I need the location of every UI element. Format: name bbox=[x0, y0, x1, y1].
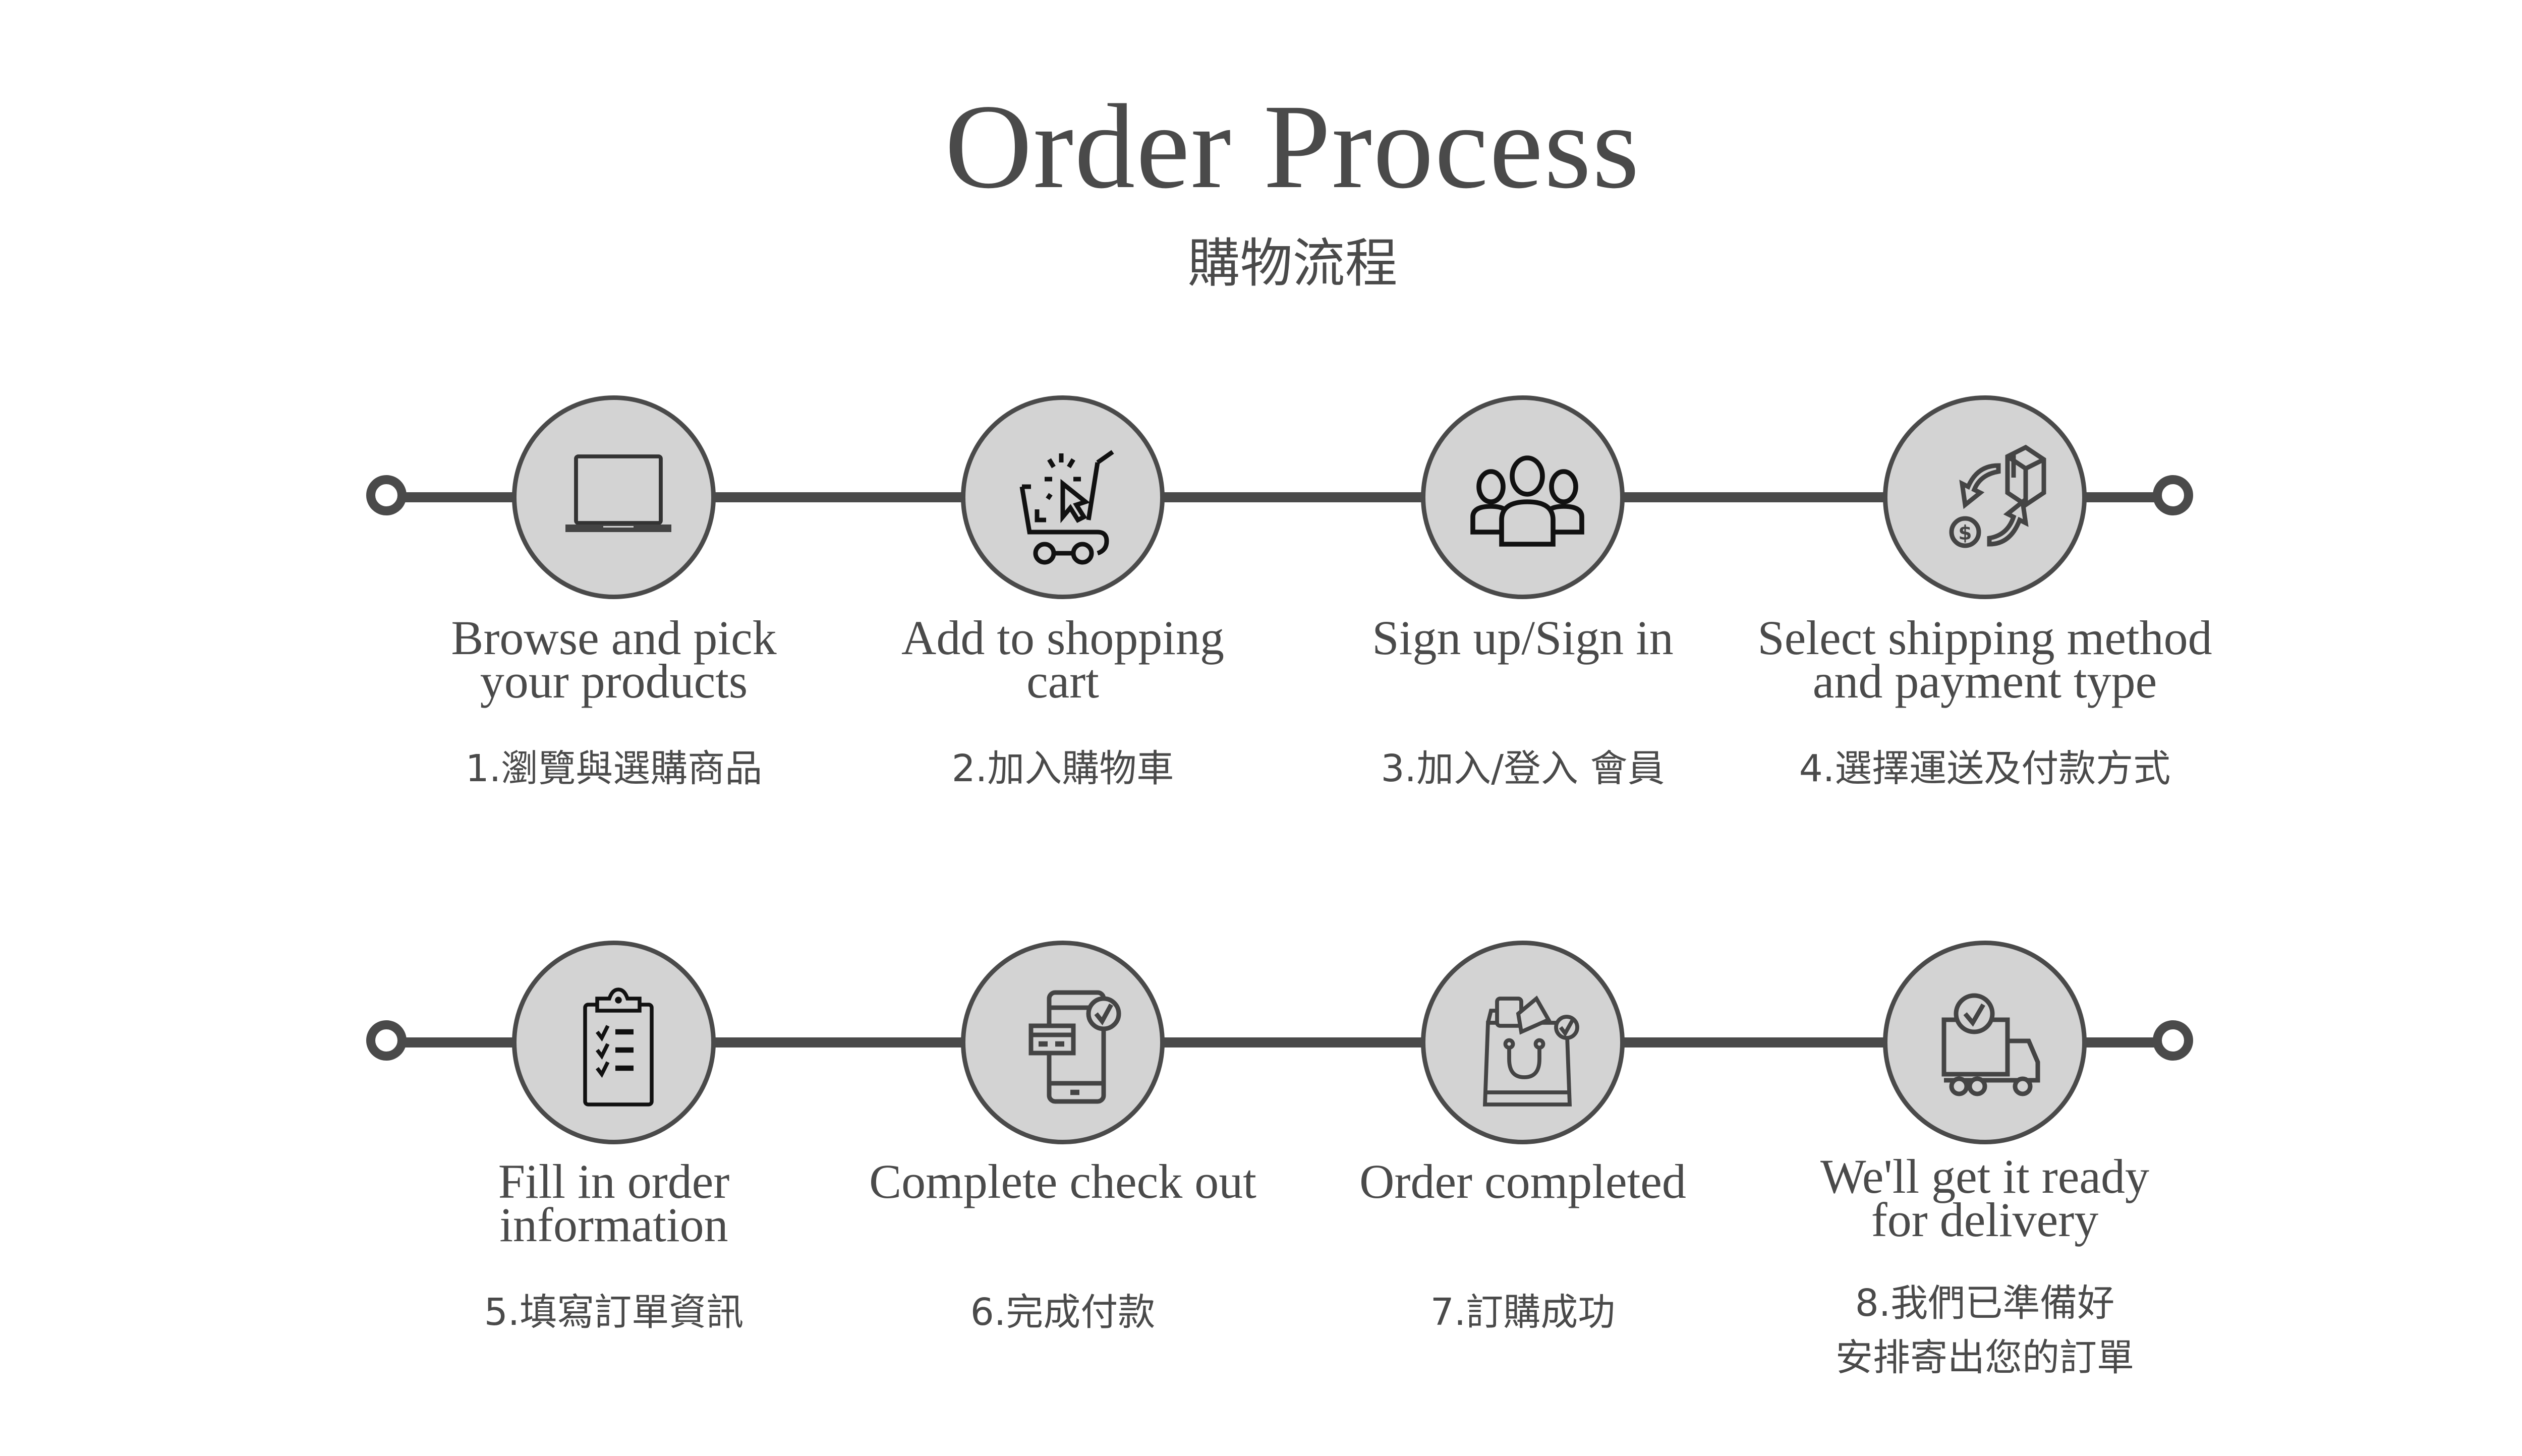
mobile-payment-check-icon bbox=[1028, 990, 1121, 1104]
delivery-truck-check-icon bbox=[1941, 993, 2040, 1096]
step-2-title: Add to shopping cart bbox=[901, 611, 1225, 708]
step-3-subtitle: 3.加入/登入 會員 bbox=[1381, 747, 1665, 790]
shipping-payment-exchange-icon: $ bbox=[1949, 444, 2046, 548]
page-title: Order Process bbox=[945, 79, 1640, 213]
shopping-bag-check-icon bbox=[1482, 996, 1579, 1106]
step-1-title: Browse and pick your products bbox=[451, 611, 777, 708]
step-5-node bbox=[512, 941, 716, 1144]
step-8-node bbox=[1883, 941, 2087, 1144]
clipboard-checklist-icon bbox=[583, 987, 654, 1106]
step-4-node: $ bbox=[1883, 395, 2087, 599]
step-1-node bbox=[512, 395, 716, 599]
users-group-icon bbox=[1470, 455, 1584, 547]
step-7-node bbox=[1421, 941, 1625, 1144]
step-2-subtitle: 2.加入購物車 bbox=[951, 747, 1174, 790]
page-subtitle: 購物流程 bbox=[1187, 232, 1398, 294]
step-5-subtitle: 5.填寫訂單資訊 bbox=[484, 1291, 744, 1334]
step-7-subtitle: 7.訂購成功 bbox=[1430, 1291, 1616, 1334]
step-8-subtitle: 8.我們已準備好 安排寄出您的訂單 bbox=[1836, 1282, 2134, 1379]
timeline-row-1 bbox=[388, 492, 2175, 502]
step-6-title: Complete check out bbox=[869, 1154, 1256, 1208]
timeline-end-cap bbox=[2153, 475, 2193, 515]
timeline-row-2 bbox=[388, 1037, 2175, 1047]
step-5-title: Fill in order information bbox=[498, 1154, 730, 1252]
timeline-start-cap bbox=[366, 1020, 407, 1061]
step-8-title: We'll get it ready for delivery bbox=[1820, 1149, 2149, 1247]
laptop-icon bbox=[565, 454, 671, 532]
shopping-cart-click-icon bbox=[1019, 450, 1114, 565]
step-7-title: Order completed bbox=[1359, 1154, 1686, 1208]
step-2-node bbox=[961, 395, 1165, 599]
step-6-node bbox=[961, 941, 1165, 1144]
step-1-subtitle: 1.瀏覽與選購商品 bbox=[465, 747, 763, 790]
timeline-start-cap bbox=[366, 475, 407, 515]
step-3-node bbox=[1421, 395, 1625, 599]
step-3-title: Sign up/Sign in bbox=[1372, 611, 1674, 665]
svg-text:$: $ bbox=[1958, 522, 1972, 545]
timeline-end-cap bbox=[2153, 1020, 2193, 1061]
step-4-title: Select shipping method and payment type bbox=[1757, 611, 2212, 708]
step-6-subtitle: 6.完成付款 bbox=[970, 1291, 1156, 1334]
step-4-subtitle: 4.選擇運送及付款方式 bbox=[1799, 747, 2171, 790]
